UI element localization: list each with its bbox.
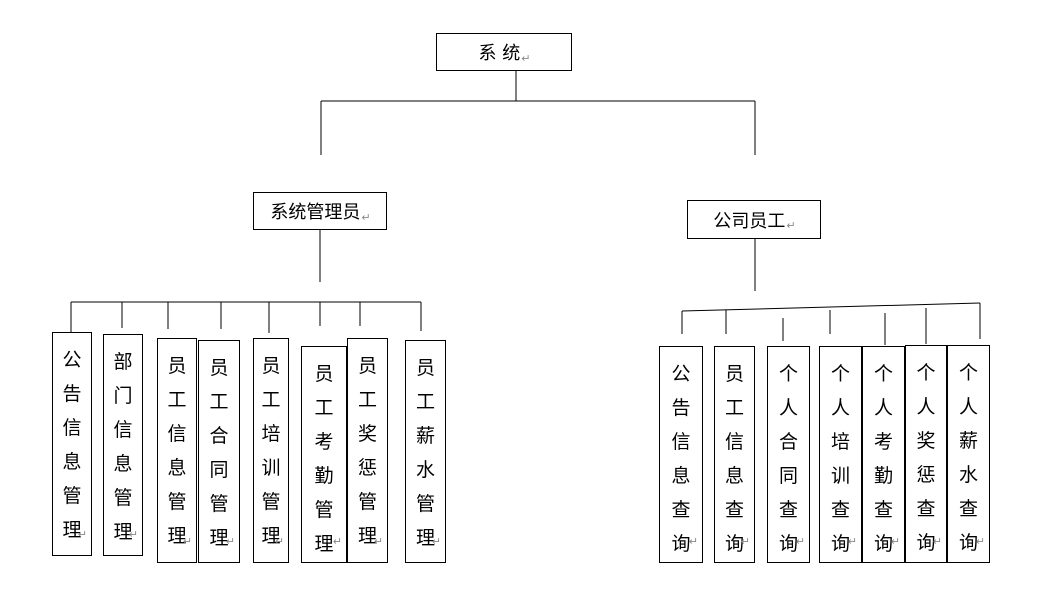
paragraph-mark-icon: ↵ bbox=[361, 210, 371, 224]
staff-node-label: 公司员工 bbox=[713, 210, 786, 232]
paragraph-mark-icon: ↵ bbox=[847, 535, 857, 548]
paragraph-mark-icon: ↵ bbox=[225, 535, 235, 548]
leaf-node-label: 员工信息管理 bbox=[167, 355, 187, 547]
leaf-node-label: 员工奖惩管理 bbox=[357, 355, 377, 547]
leaf-node-a6: 员工考勤管理↵ bbox=[301, 346, 347, 563]
leaf-node-a7: 员工奖惩管理↵ bbox=[347, 338, 388, 563]
leaf-node-s4: 个人培训查询↵ bbox=[819, 346, 862, 563]
leaf-node-label: 员工培训管理 bbox=[261, 355, 281, 547]
admin-node: 系统管理员↵ bbox=[253, 192, 387, 230]
paragraph-mark-icon: ↵ bbox=[128, 528, 138, 541]
leaf-node-label: 员工考勤管理 bbox=[314, 363, 334, 555]
paragraph-mark-icon: ↵ bbox=[431, 535, 441, 548]
paragraph-mark-icon: ↵ bbox=[182, 535, 192, 548]
paragraph-mark-icon: ↵ bbox=[373, 535, 383, 548]
paragraph-mark-icon: ↵ bbox=[740, 535, 750, 548]
paragraph-mark-icon: ↵ bbox=[521, 51, 531, 65]
leaf-node-a5: 员工培训管理↵ bbox=[253, 338, 289, 563]
leaf-node-label: 员工信息查询 bbox=[724, 363, 744, 555]
paragraph-mark-icon: ↵ bbox=[975, 535, 985, 548]
paragraph-mark-icon: ↵ bbox=[688, 535, 698, 548]
leaf-node-label: 个人培训查询 bbox=[830, 363, 850, 555]
paragraph-mark-icon: ↵ bbox=[332, 535, 342, 548]
paragraph-mark-icon: ↵ bbox=[77, 528, 87, 541]
root-node-label: 系 统 bbox=[478, 43, 521, 64]
leaf-node-s6: 个人奖惩查询↵ bbox=[905, 345, 947, 563]
leaf-node-label: 个人合同查询 bbox=[778, 363, 798, 555]
paragraph-mark-icon: ↵ bbox=[786, 219, 796, 232]
paragraph-mark-icon: ↵ bbox=[890, 535, 900, 548]
leaf-node-s2: 员工信息查询↵ bbox=[714, 346, 755, 563]
leaf-node-label: 公告信息查询 bbox=[671, 363, 691, 555]
leaf-node-label: 个人奖惩查询 bbox=[916, 362, 936, 554]
leaf-node-label: 个人薪水查询 bbox=[958, 362, 978, 554]
leaf-node-label: 员工薪水管理 bbox=[415, 357, 435, 549]
leaf-node-label: 个人考勤查询 bbox=[873, 363, 893, 555]
leaf-node-label: 员工合同管理 bbox=[209, 357, 229, 549]
leaf-node-a2: 部门信息管理↵ bbox=[103, 334, 143, 556]
paragraph-mark-icon: ↵ bbox=[795, 535, 805, 548]
admin-node-label: 系统管理员 bbox=[270, 202, 361, 223]
root-node: 系 统↵ bbox=[436, 33, 572, 71]
leaf-node-a4: 员工合同管理↵ bbox=[198, 340, 240, 563]
leaf-node-a8: 员工薪水管理↵ bbox=[405, 340, 446, 563]
leaf-node-s5: 个人考勤查询↵ bbox=[862, 346, 905, 563]
staff-children-bus-line bbox=[681, 302, 981, 312]
leaf-node-s3: 个人合同查询↵ bbox=[767, 346, 810, 563]
leaf-node-s7: 个人薪水查询↵ bbox=[947, 345, 990, 563]
leaf-node-a3: 员工信息管理↵ bbox=[157, 338, 197, 563]
leaf-node-label: 公告信息管理 bbox=[62, 349, 82, 541]
paragraph-mark-icon: ↵ bbox=[274, 535, 284, 548]
leaf-node-a1: 公告信息管理↵ bbox=[52, 332, 92, 556]
leaf-node-label: 部门信息管理 bbox=[113, 351, 133, 543]
paragraph-mark-icon: ↵ bbox=[932, 535, 942, 548]
staff-node: 公司员工↵ bbox=[687, 200, 821, 239]
leaf-node-s1: 公告信息查询↵ bbox=[659, 346, 703, 563]
